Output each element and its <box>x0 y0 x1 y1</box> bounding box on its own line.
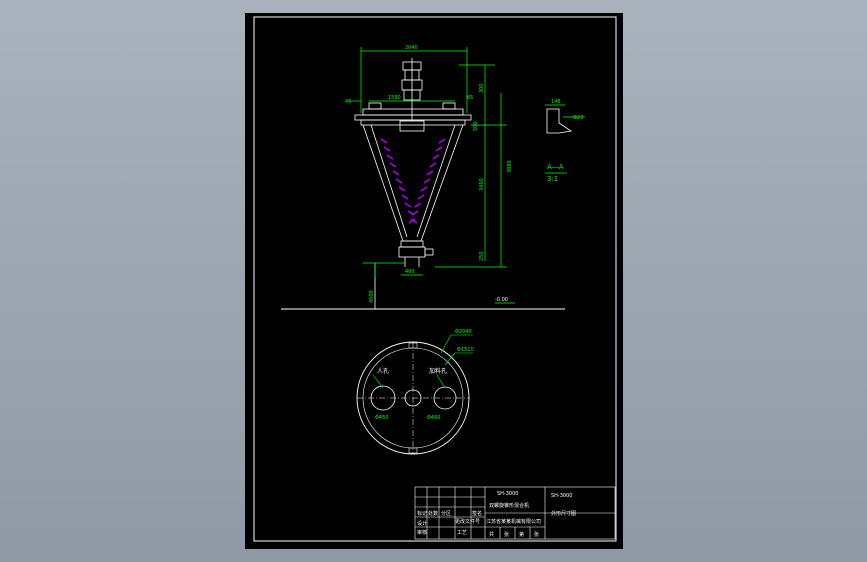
ground-level-mark: -0.00 <box>495 297 508 303</box>
title-row-label-4: 工艺 <box>457 530 467 536</box>
title-col-label-4: 签名 <box>472 510 482 517</box>
plan-inner-diameter: Φ1510 <box>457 347 474 353</box>
dim-left-offset: 45 <box>345 99 351 105</box>
cad-drawing: 2040 1590 45 65 300 500 3880 3450 250 40… <box>253 16 617 542</box>
title-row-label-2: 设计 <box>417 520 427 527</box>
feed-port-diameter: Φ400 <box>427 415 440 421</box>
title-company: 江苏省某某机械有限公司 <box>486 518 541 525</box>
dim-outlet-width: 400 <box>405 269 415 275</box>
title-drawing: 外形尺寸图 <box>551 510 576 517</box>
dim-flange-height: 500 <box>473 121 479 131</box>
title-model: SH-3000 <box>551 493 572 499</box>
dim-total-height: 3880 <box>507 160 513 173</box>
title-col-label-1: 处数 <box>428 510 438 517</box>
dim-top-height: 300 <box>479 83 485 93</box>
title-foot-2: 张 <box>504 531 509 538</box>
title-model-small: SH-3000 <box>497 491 518 497</box>
dim-bottom-height: 250 <box>479 251 485 261</box>
title-col-label-2: 分区 <box>441 510 451 517</box>
title-row-label-3: 审核 <box>417 529 427 536</box>
dim-left-elevation: 4500 <box>369 290 375 303</box>
title-col-label-3: 更改文件号 <box>455 518 480 525</box>
elevation-view <box>281 58 565 310</box>
title-foot-1: 共 <box>489 531 494 538</box>
title-row-label-1: 标记 <box>417 510 427 517</box>
feed-port-label: 加料孔 <box>429 367 447 375</box>
section-label: A—A <box>547 163 564 171</box>
section-dim-top: 148 <box>551 99 561 105</box>
section-a-a: 148 Φ23 A—A 3:1 <box>545 99 585 183</box>
dim-overall-width: 2040 <box>405 45 418 51</box>
title-block-text: SH-3000 SH-3000 双螺旋锥形混合机 江苏省某某机械有限公司 外形尺… <box>417 491 576 538</box>
dim-right-offset: 65 <box>467 95 473 101</box>
title-foot-3: 第 <box>519 531 524 538</box>
elevation-dimension-text: 2040 1590 45 65 300 500 3880 3450 250 40… <box>345 45 513 303</box>
title-foot-4: 张 <box>534 531 539 538</box>
section-dim-diameter: Φ23 <box>573 115 583 121</box>
plan-outer-diameter: Φ2040 <box>455 329 472 335</box>
sheet-border <box>253 16 617 542</box>
title-block <box>414 486 616 540</box>
manhole-label: 人孔 <box>377 367 389 375</box>
title-name: 双螺旋锥形混合机 <box>489 502 529 509</box>
screw-conveyors <box>380 138 446 224</box>
dim-cone-height: 3450 <box>479 178 485 191</box>
elevation-dimensions <box>349 47 515 304</box>
manhole-diameter: Φ450 <box>375 415 388 421</box>
section-scale: 3:1 <box>547 175 558 183</box>
dim-inner-width: 1590 <box>388 95 401 101</box>
plan-view: Φ2040 Φ1510 人孔 加料孔 Φ450 Φ400 <box>356 329 474 455</box>
drawing-sheet: 2040 1590 45 65 300 500 3880 3450 250 40… <box>245 13 623 549</box>
